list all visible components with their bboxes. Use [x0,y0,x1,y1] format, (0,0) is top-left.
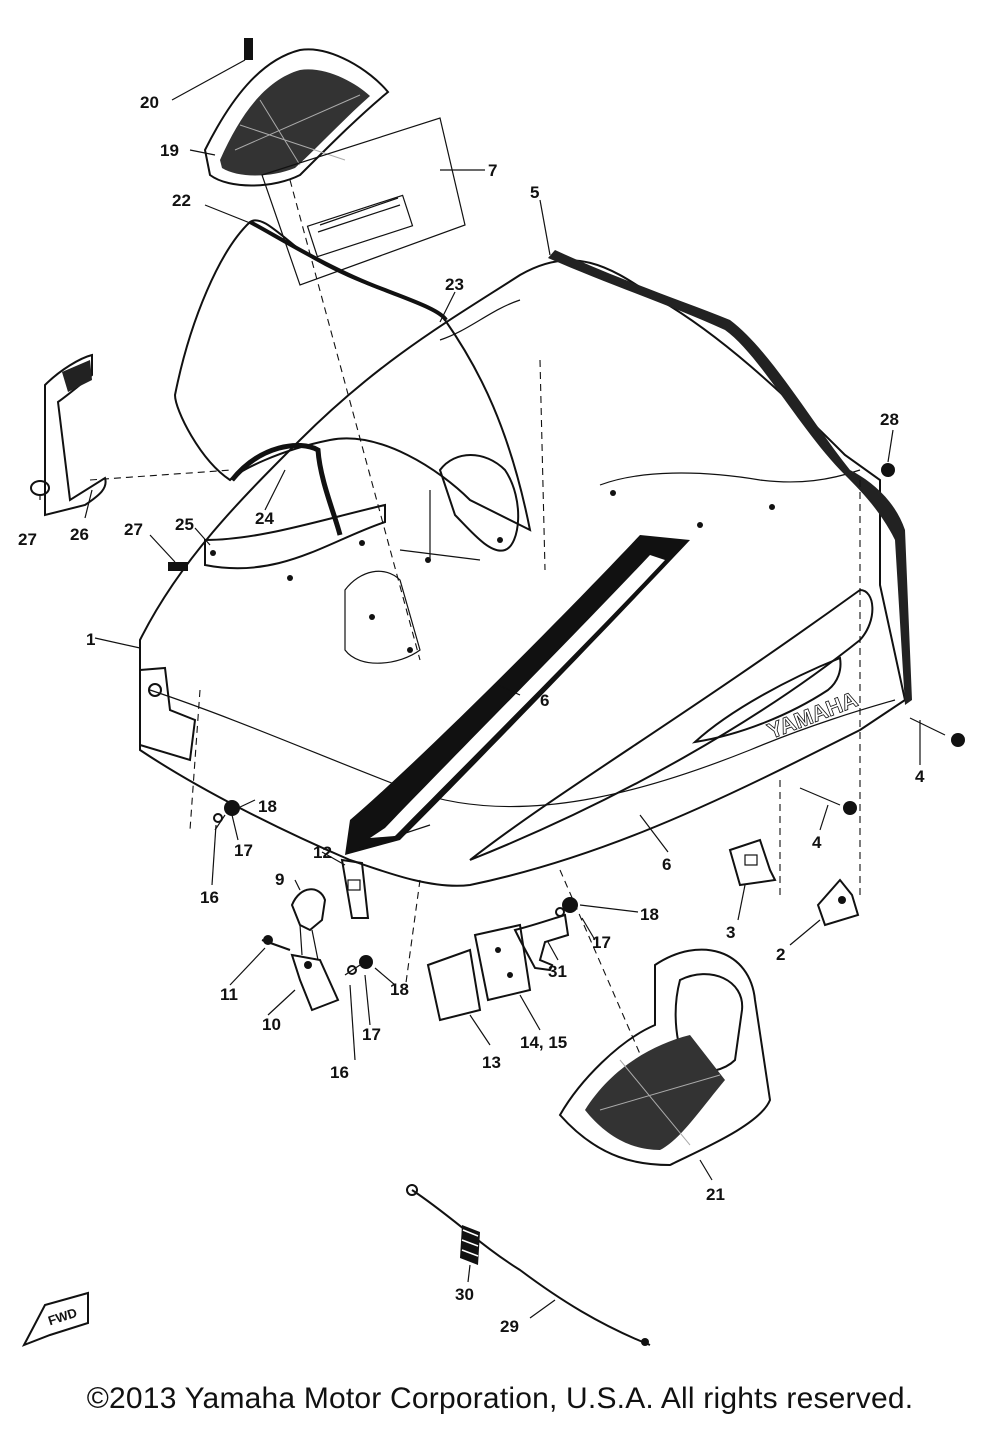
screw-27-right [168,562,188,571]
pad-13 [426,948,482,1022]
callout-9: 9 [275,870,284,889]
callout-29: 29 [500,1317,519,1336]
leader-lines [84,59,921,1319]
windshield [173,219,532,532]
fwd-label: FWD [46,1305,79,1328]
callout-27-left: 27 [18,530,37,549]
yamaha-decal: YAMAHA [764,687,861,744]
exploded-parts-diagram: YAMAHA [18,38,965,1347]
callout-1: 1 [86,630,95,649]
trim-strip-25 [204,503,386,581]
bracket-2 [816,878,860,927]
callout-3: 3 [726,923,735,942]
callout-18-center: 18 [390,980,409,999]
callout-25: 25 [175,515,194,534]
top-vent-grille [203,48,390,187]
bolt-4-upper [909,717,965,747]
callout-7: 7 [488,161,497,180]
callout-6: 6 [662,855,671,874]
callout-16-center: 16 [330,1063,349,1082]
callout-20: 20 [140,93,159,112]
nut-28 [881,463,895,477]
copyright-notice: ©2013 Yamaha Motor Corporation, U.S.A. A… [86,1382,914,1415]
fastener-stack-right [555,897,578,917]
fastener-stack-center [344,955,373,976]
hood-cable-29 [406,1184,651,1346]
callout-4-lower: 4 [812,833,822,852]
callout-16-left: 16 [200,888,219,907]
windshield-molding [230,442,343,536]
callout-30: 30 [455,1285,474,1304]
hinge-plate-14-15 [473,923,532,1002]
callout-27-right: 27 [124,520,143,539]
forward-direction-marker: FWD [21,1291,89,1347]
callout-13: 13 [482,1053,501,1072]
callout-18-left: 18 [258,797,277,816]
callout-18-right: 18 [640,905,659,924]
rear-edge-molding [548,250,912,705]
side-bracket-26 [44,353,107,517]
callout-10: 10 [262,1015,281,1034]
front-grille-21 [558,948,772,1167]
callout-21: 21 [706,1185,725,1204]
callout-17-center: 17 [362,1025,381,1044]
callout-24: 24 [255,509,274,528]
fastener-stack-left [213,800,240,831]
callout-12: 12 [313,843,332,862]
callout-5: 5 [530,183,539,202]
decal-sheet [261,117,466,286]
callout-23: 23 [445,275,464,294]
callout-8: 6 [540,691,549,710]
callout-numbers: 20 19 7 22 5 23 28 27 26 27 25 24 1 6 4 … [18,93,925,1336]
callout-2: 2 [776,945,785,964]
screw-27-left [30,480,50,500]
assembly-lines [89,179,861,1101]
hood-shell [139,259,907,887]
callout-19: 19 [160,141,179,160]
bracket-3 [728,838,777,887]
cable-spring-30 [460,1225,480,1265]
callout-31: 31 [548,962,567,981]
callout-17-right: 17 [592,933,611,952]
callout-11: 11 [220,985,238,1004]
latch-assembly [261,858,370,1012]
callout-26: 26 [70,525,89,544]
bolt-4-lower [799,787,857,815]
hinge-bracket-31 [513,913,570,972]
callout-14-15: 14, 15 [520,1033,567,1052]
callout-28: 28 [880,410,899,429]
callout-22: 22 [172,191,191,210]
callout-17-left: 17 [234,841,253,860]
screw-20 [244,38,253,60]
callout-4-upper: 4 [915,767,925,786]
